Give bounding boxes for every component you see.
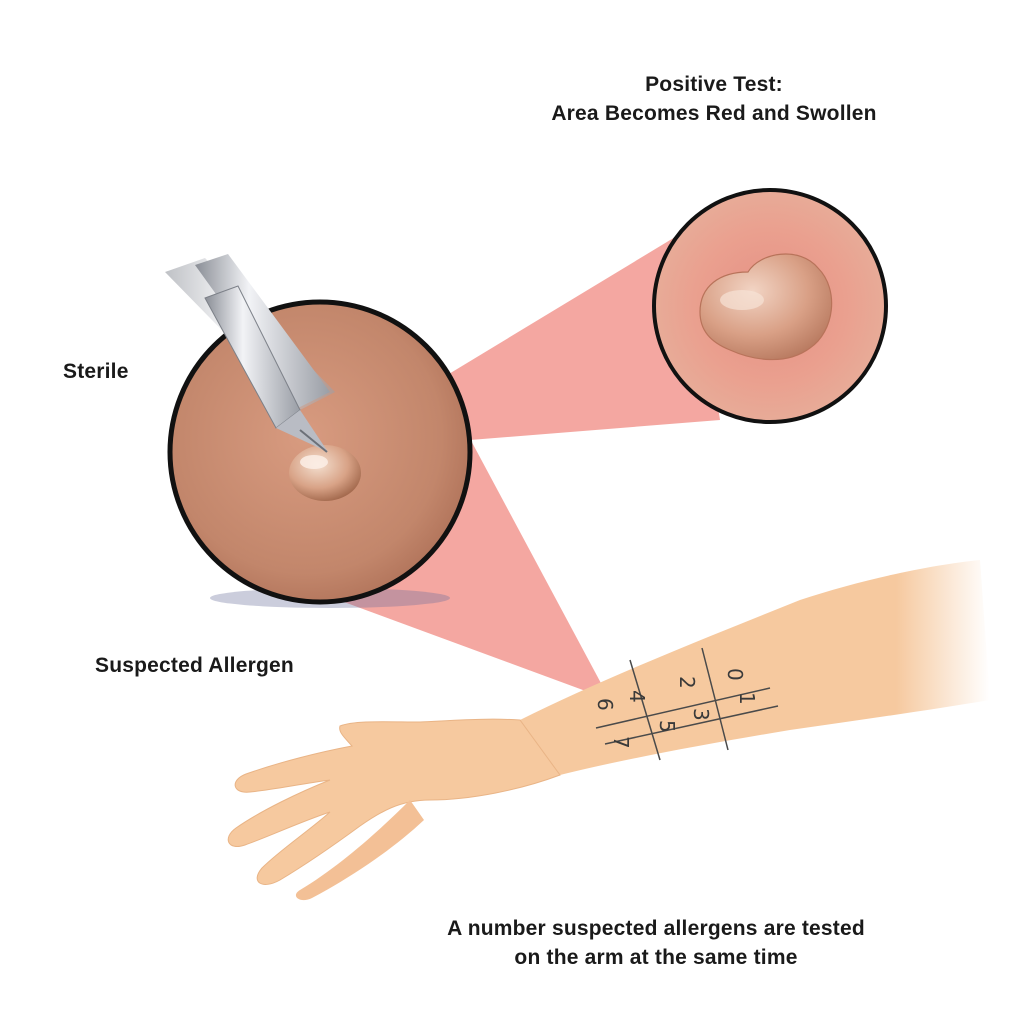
suspected-allergen-label: Suspected Allergen (95, 654, 294, 677)
positive-test-line1: Positive Test: (645, 73, 783, 96)
wheal (699, 253, 833, 361)
grid-number: 6 (593, 698, 617, 711)
arm (227, 560, 990, 901)
footer-line1: A number suspected allergens are tested (447, 917, 865, 940)
hand (227, 718, 561, 885)
grid-number: 2 (675, 676, 699, 689)
grid-number: 7 (609, 736, 633, 749)
grid-number: 0 (723, 668, 747, 681)
zoom-circle-positive (652, 188, 888, 424)
positive-test-line2: Area Becomes Red and Swollen (551, 102, 877, 125)
footer-line2: on the arm at the same time (514, 946, 798, 969)
grid-number: 3 (689, 708, 713, 721)
grid-numbers: 0 1 2 3 4 5 6 7 (593, 668, 759, 749)
zoom-circle-prick (167, 299, 473, 608)
sterile-needle (165, 254, 335, 453)
test-grid (595, 647, 779, 761)
footer-caption: A number suspected allergens are tested … (386, 914, 926, 972)
sterile-label: Sterile (63, 360, 129, 383)
grid-number: 1 (735, 692, 759, 705)
allergen-drop (289, 445, 361, 501)
grid-number: 4 (625, 690, 649, 703)
positive-test-title: Positive Test: Area Becomes Red and Swol… (504, 70, 924, 128)
grid-number: 5 (655, 720, 679, 733)
